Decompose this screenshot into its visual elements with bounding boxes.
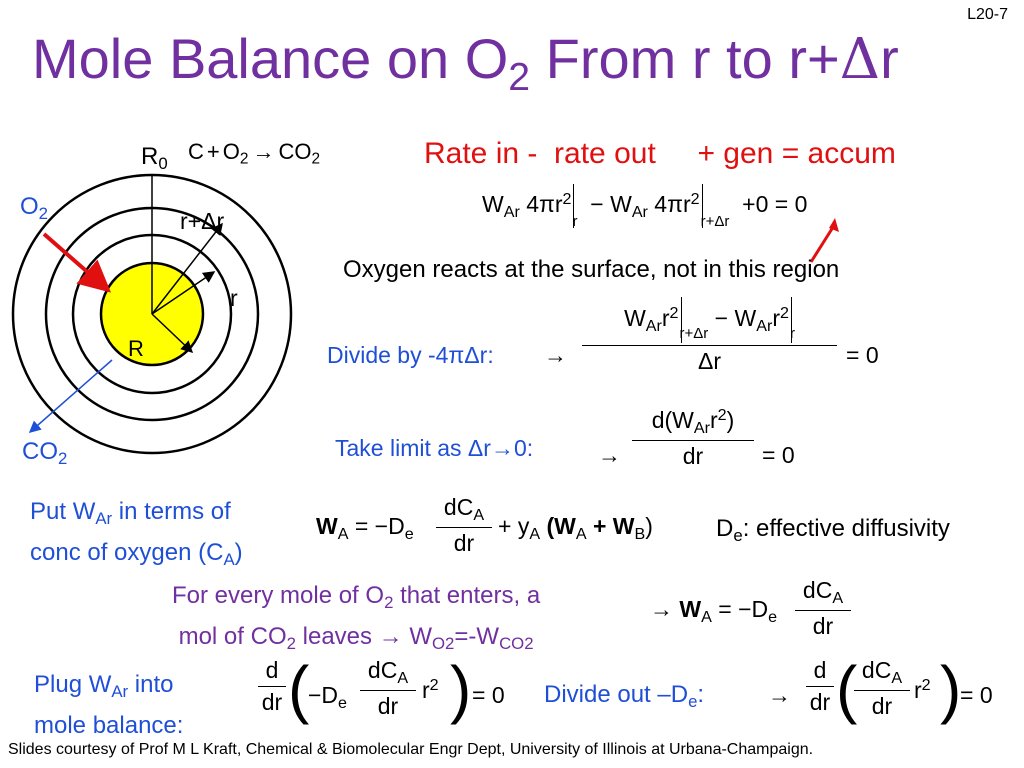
co2-label: CO2 [22, 438, 68, 469]
r0-label: R0 [141, 143, 168, 174]
plug-label: Plug WAr into mole balance: [34, 671, 184, 740]
r-label: r [230, 285, 238, 311]
every-mole-fraction: dCA dr [795, 577, 851, 640]
limit-equals: = 0 [762, 442, 795, 468]
limit-fraction: d(WArr2) dr [632, 406, 754, 470]
title-pre: Mole Balance on O [32, 27, 509, 90]
flux-rhs: + yA (WA + WB) [498, 513, 653, 543]
plug-r2: r2 [422, 676, 439, 704]
every-mole-lhs: → WA = −De [650, 596, 778, 626]
plug-neg-de: −De [308, 682, 347, 712]
divide-arrow: → [544, 342, 567, 368]
divide-fraction: WArr2r+Δr − WArr2r Δr [582, 297, 837, 375]
flux-label: Put WAr in terms of conc of oxygen (CA) [30, 498, 243, 570]
plug-close-paren: ) [450, 653, 472, 725]
final-open-paren: ( [836, 653, 858, 725]
final-arrow: → [768, 682, 791, 708]
r-radius-arrow [151, 271, 216, 315]
plug-equals: = 0 [472, 682, 505, 708]
divide-label: Divide by -4πΔr: [327, 342, 494, 368]
final-r2: r2 [914, 676, 931, 704]
title-delta: Δ [839, 27, 881, 92]
divide-out-label: Divide out –De: [544, 681, 705, 712]
flux-lhs: WA = −De [316, 513, 414, 543]
o2-label: O2 [20, 193, 49, 224]
divide-equals: = 0 [846, 342, 879, 368]
final-close-paren: ) [940, 653, 962, 725]
sphere-diagram [11, 173, 293, 455]
R-label: R [128, 336, 144, 361]
slide-number: L20-7 [967, 6, 1008, 23]
gen-zero-arrow [809, 218, 839, 263]
plug-open-paren: ( [288, 653, 310, 725]
r-dr-radius-arrow [151, 222, 223, 315]
diffusivity-note: De: effective diffusivity [716, 515, 950, 546]
reaction-equation: C+O2→CO2 [188, 139, 320, 168]
R-radius-arrow [151, 313, 194, 354]
r-dr-label: r+Δr [180, 208, 225, 234]
slide-title: Mole Balance on O2 From r to r+Δr [32, 26, 899, 100]
balance-equation: WAr 4πr2r − WAr 4πr2r+Δr +0 = 0 [482, 184, 807, 230]
surface-note: Oxygen reacts at the surface, not in thi… [343, 256, 840, 283]
title-post: From r to r+ [530, 27, 840, 90]
footer-credit: Slides courtesy of Prof M L Kraft, Chemi… [8, 741, 814, 758]
o2-arrow [42, 232, 112, 293]
title-end: r [880, 27, 899, 90]
flux-fraction: dCA dr [436, 494, 492, 557]
title-sub: 2 [508, 55, 531, 99]
balance-heading: Rate in - rate out + gen = accum [424, 137, 896, 170]
co2-arrow [28, 359, 113, 433]
limit-label: Take limit as Δr→0: [335, 435, 534, 461]
every-mole-text: For every mole of O2 that enters, a mol … [172, 582, 541, 654]
limit-arrow: → [598, 442, 621, 468]
final-equals: = 0 [960, 682, 993, 708]
